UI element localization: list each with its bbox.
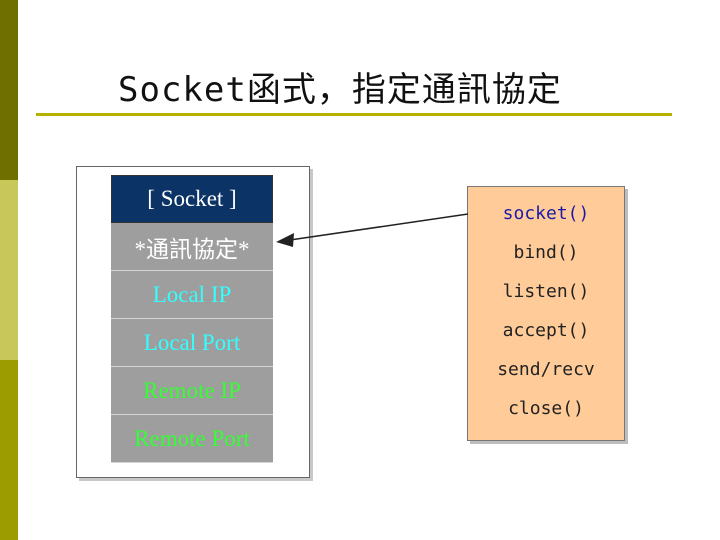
socket-structure: [ Socket ] *通訊協定* Local IP Local Port Re… (111, 175, 273, 463)
close-function: close() (508, 398, 584, 419)
remote-ip-field: Remote IP (111, 367, 273, 415)
remote-port-field: Remote Port (111, 415, 273, 463)
local-port-field: Local Port (111, 319, 273, 367)
arrow-head (276, 233, 294, 247)
socket-function: socket() (502, 203, 590, 224)
listen-function: listen() (502, 281, 590, 302)
function-list-box: socket() bind() listen() accept() send/r… (467, 186, 625, 441)
title-underline (36, 113, 672, 116)
protocol-field: *通訊協定* (111, 223, 273, 271)
bind-function: bind() (513, 242, 579, 263)
arrow-line (289, 213, 469, 241)
accept-function: accept() (502, 320, 590, 341)
left-strip-top (0, 0, 18, 180)
socket-header: [ Socket ] (111, 175, 273, 223)
send-recv-function: send/recv (497, 359, 595, 380)
left-strip-middle (0, 180, 18, 360)
slide-title: Socket函式，指定通訊協定 (118, 70, 562, 110)
left-strip-bottom (0, 360, 18, 540)
local-ip-field: Local IP (111, 271, 273, 319)
